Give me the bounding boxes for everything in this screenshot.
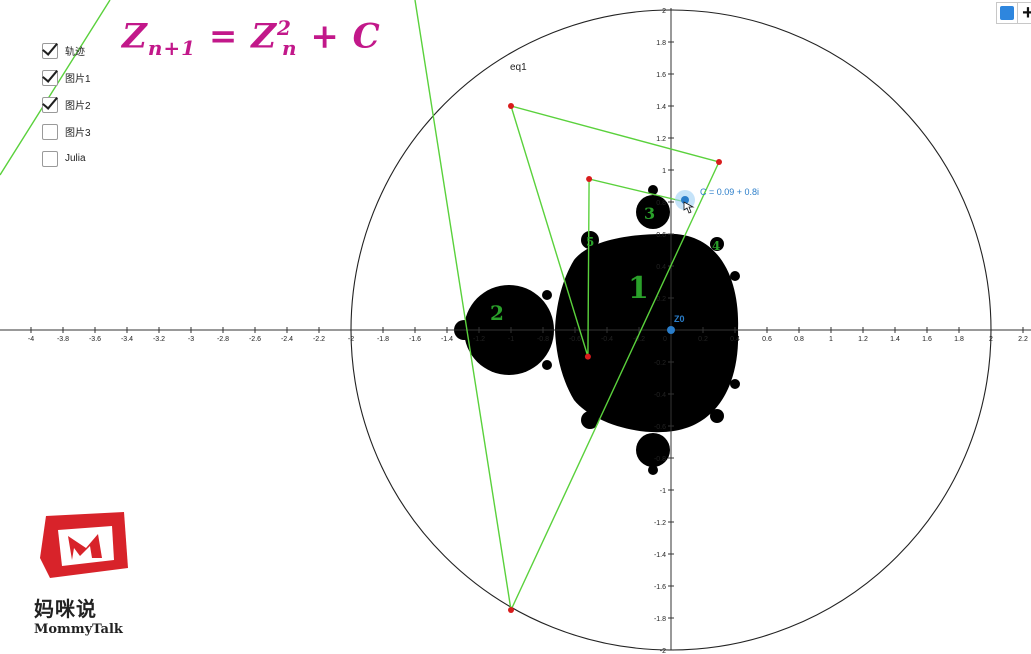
- x-tick-label: 1.6: [922, 336, 932, 343]
- x-tick-label: -2.2: [313, 336, 325, 343]
- y-tick-label: 0.2: [656, 296, 666, 303]
- orbit-point: [508, 607, 514, 613]
- x-tick-label: 1.2: [858, 336, 868, 343]
- bulb-label-3: 3: [644, 204, 655, 223]
- escape-circle[interactable]: [350, 9, 992, 651]
- y-tick-label: 1.2: [656, 136, 666, 143]
- orbit-point: [508, 103, 514, 109]
- checkbox-julia[interactable]: Julia: [42, 145, 91, 172]
- x-tick-label: -0.6: [569, 336, 581, 343]
- x-tick-label: -0.8: [537, 336, 549, 343]
- add-button[interactable]: +: [1017, 2, 1031, 24]
- checkbox-box[interactable]: [42, 123, 58, 140]
- x-tick-label: -3.6: [89, 336, 101, 343]
- x-axis-ticks: -4-3.8-3.6-3.4-3.2-3-2.8-2.6-2.4-2.2-2-1…: [28, 327, 1028, 343]
- y-axis-ticks: 2 1.8 1.6 1.4 1.2 1 0.8 0.6 0.4 0.2 -0.2 -0.4 -0.6 -0…: [654, 8, 674, 654]
- x-tick-label: 1.8: [954, 336, 964, 343]
- orbit-point: [716, 159, 722, 165]
- x-tick-label: -3.2: [153, 336, 165, 343]
- mommytalk-logo: 妈咪说 MommyTalk: [34, 508, 144, 637]
- checkbox-box[interactable]: [42, 150, 58, 167]
- x-tick-label: -2.8: [217, 336, 229, 343]
- checkbox-label: 轨迹: [65, 47, 85, 58]
- checkbox-image-2[interactable]: 图片2: [42, 91, 91, 118]
- circle-label: eq1: [510, 62, 527, 73]
- z0-point[interactable]: [667, 326, 675, 334]
- checkbox-label: 图片2: [65, 101, 91, 112]
- checkbox-trajectory[interactable]: 轨迹: [42, 37, 91, 64]
- y-tick-label: -1.6: [654, 584, 666, 591]
- y-tick-label: 1.4: [656, 104, 666, 111]
- c-value-label: C = 0.09 + 0.8i: [700, 187, 760, 197]
- orbit-line: [509, 104, 720, 611]
- blue-square-icon: [1000, 6, 1014, 20]
- x-tick-label: 0: [663, 336, 667, 343]
- x-tick-label: -1.6: [409, 336, 421, 343]
- checkbox-image-1[interactable]: 图片1: [42, 64, 91, 91]
- y-tick-label: -1: [660, 488, 666, 495]
- checkbox-label: 图片1: [65, 74, 91, 85]
- orbit-path: [0, 0, 722, 613]
- checkbox-box[interactable]: [42, 69, 58, 86]
- orbit-escape-line: [0, 0, 512, 611]
- mandelbrot-set: [454, 185, 740, 475]
- y-tick-label: -0.6: [654, 424, 666, 431]
- cursor-hand-icon: [683, 201, 695, 214]
- x-tick-label: -1: [508, 336, 514, 343]
- x-tick-label: -3.4: [121, 336, 133, 343]
- y-tick-label: -2: [660, 648, 666, 654]
- x-tick-label: -3.8: [57, 336, 69, 343]
- x-tick-label: 1.4: [890, 336, 900, 343]
- x-tick-label: -1.8: [377, 336, 389, 343]
- y-tick-label: -1.2: [654, 520, 666, 527]
- bulb-label-2: 2: [490, 301, 504, 325]
- y-tick-label: -1.4: [654, 552, 666, 559]
- c-point[interactable]: [681, 196, 689, 204]
- checkbox-box[interactable]: [42, 42, 58, 59]
- x-tick-label: -1.2: [473, 336, 485, 343]
- y-tick-label: -1.8: [654, 616, 666, 623]
- y-tick-label: 2: [662, 8, 666, 15]
- y-tick-label: 1: [662, 168, 666, 175]
- checkbox-box[interactable]: [42, 96, 58, 113]
- x-tick-label: -3: [188, 336, 194, 343]
- x-tick-label: 0.2: [698, 336, 708, 343]
- plus-icon: +: [1022, 2, 1031, 24]
- checkbox-image-3[interactable]: 图片3: [42, 118, 91, 145]
- orbit-point: [586, 175, 593, 182]
- checkbox-label: 图片3: [65, 128, 91, 139]
- checkbox-label: Julia: [65, 153, 86, 164]
- y-tick-label: 1.6: [656, 72, 666, 79]
- iteration-formula: Zn+1 = Z2n + C: [122, 16, 381, 61]
- x-tick-label: 2.2: [1018, 336, 1028, 343]
- x-tick-label: -2.6: [249, 336, 261, 343]
- y-tick-label: -0.2: [654, 360, 666, 367]
- x-tick-label: -0.4: [601, 336, 613, 343]
- play-logo-icon: [40, 512, 128, 578]
- x-tick-label: -0.2: [633, 336, 645, 343]
- y-tick-label: 0.4: [656, 264, 666, 271]
- y-tick-label: -0.4: [654, 392, 666, 399]
- y-tick-label: 0.6: [656, 232, 666, 239]
- x-tick-label: -4: [28, 336, 34, 343]
- bulb-label-5: 5: [586, 235, 594, 249]
- x-tick-label: 0.4: [730, 336, 740, 343]
- bulb-label-4: 4: [712, 239, 720, 253]
- graphics-style-button[interactable]: [996, 2, 1018, 24]
- logo-english-text: MommyTalk: [34, 622, 123, 637]
- checkbox-panel: 轨迹 图片1 图片2 图片3 Julia: [42, 37, 91, 172]
- z0-label: Z0: [674, 314, 685, 324]
- x-tick-label: 0.8: [794, 336, 804, 343]
- y-tick-label: -0.8: [654, 456, 666, 463]
- x-tick-label: -1.4: [441, 336, 453, 343]
- x-tick-label: -2.4: [281, 336, 293, 343]
- x-tick-label: 1: [829, 336, 833, 343]
- bulb-label-1: 1: [628, 271, 649, 306]
- orbit-point: [584, 353, 591, 360]
- y-tick-label: 1.8: [656, 40, 666, 47]
- logo-chinese-text: 妈咪说: [34, 599, 97, 621]
- y-tick-label: 0.8: [656, 200, 666, 207]
- x-tick-label: 0.6: [762, 336, 772, 343]
